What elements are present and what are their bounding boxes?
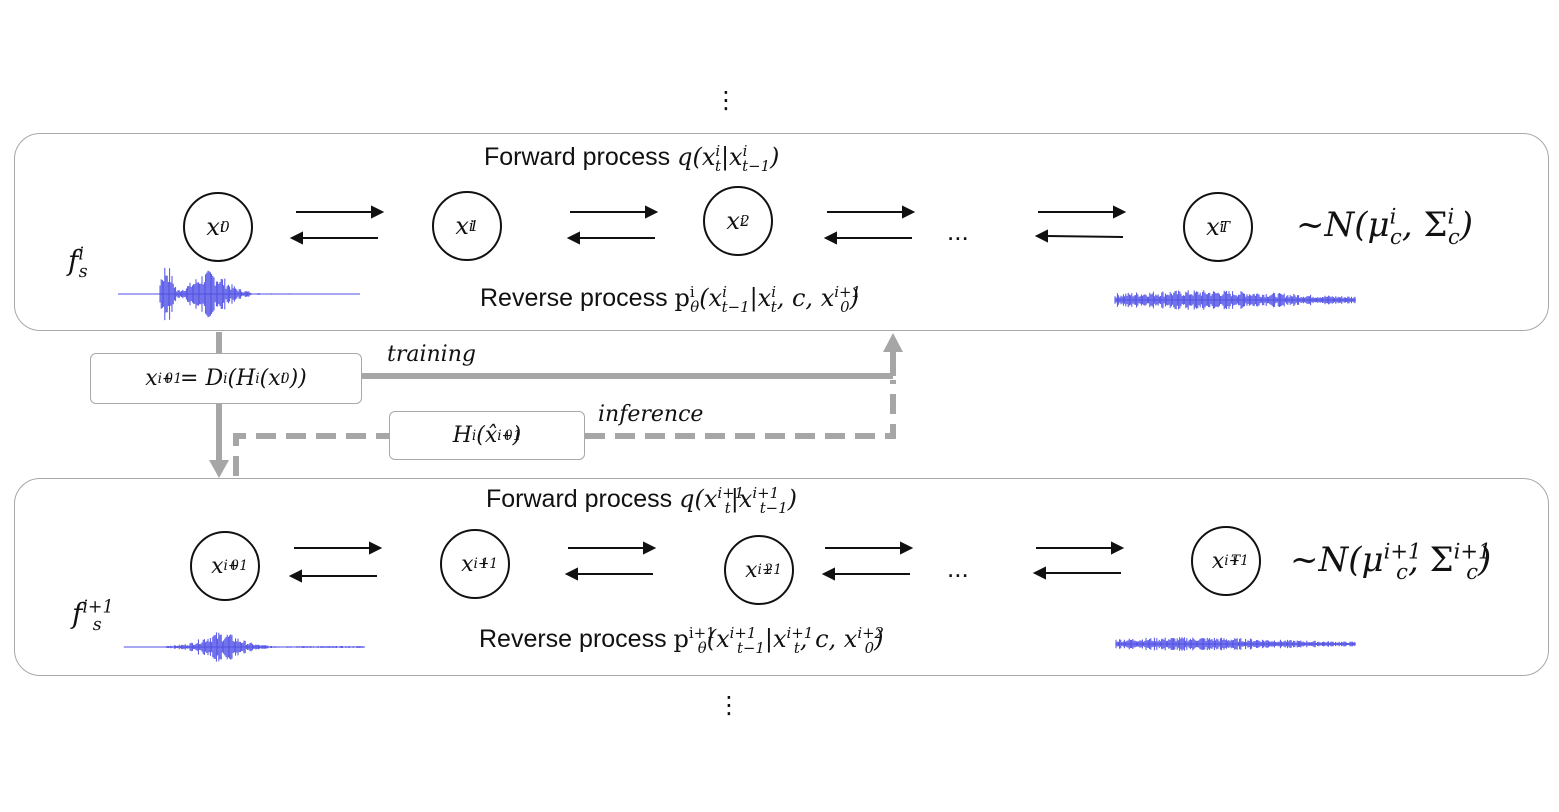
forward-process-stage-i: Forward process q(xit|xit−1)	[484, 142, 780, 175]
forward-formula: q(xit|xit−1)	[677, 142, 780, 175]
inference-label: inference	[598, 402, 704, 427]
top-ellipsis: ⋮	[714, 86, 738, 114]
arrow-pairs-stage-i	[289, 205, 1127, 245]
ellipsis-stage-i1: ...	[947, 553, 969, 583]
prior-stage-i: ~N(μic, Σic)	[1296, 203, 1474, 249]
reverse-label: Reverse process	[480, 284, 668, 312]
up-arrowhead	[883, 333, 903, 352]
forward-formula-2: q(xi+1t|xi+1t−1)	[679, 484, 797, 517]
training-label: training	[387, 342, 476, 367]
stage-i-panel	[14, 133, 1549, 331]
ellipsis-stage-i: ...	[947, 216, 969, 246]
reverse-formula-2: pi+1θ(xi+1t−1|xi+1t, c, xi+20)	[673, 624, 885, 657]
down-arrowhead	[209, 460, 229, 478]
reverse-formula: piθ(xit−1|xit, c, xi+10)	[674, 283, 861, 316]
forward-label-2: Forward process	[486, 485, 673, 513]
waveform-clean-stage-i1	[123, 632, 365, 662]
sample-rate-stage-i1: fi+1s	[72, 597, 114, 635]
sample-rate-stage-i: fis	[68, 244, 88, 282]
forward-label: Forward process	[484, 143, 671, 171]
bottom-ellipsis: ⋮	[717, 691, 741, 719]
waveform-noise-stage-i	[1114, 290, 1356, 310]
waveform-noise-stage-i1	[1115, 637, 1356, 651]
prior-stage-i1: ~N(μi+1c, Σi+1c)	[1290, 538, 1492, 584]
inference-connector	[233, 380, 896, 476]
waveform-clean-stage-i	[118, 267, 360, 321]
reverse-process-stage-i1: Reverse process pi+1θ(xi+1t−1|xi+1t, c, …	[479, 624, 885, 657]
arrow-pairs-stage-i1	[288, 541, 1125, 583]
forward-process-stage-i1: Forward process q(xi+1t|xi+1t−1)	[486, 484, 797, 517]
reverse-process-stage-i: Reverse process piθ(xit−1|xit, c, xi+10)	[480, 283, 861, 316]
reverse-label-2: Reverse process	[479, 625, 667, 653]
